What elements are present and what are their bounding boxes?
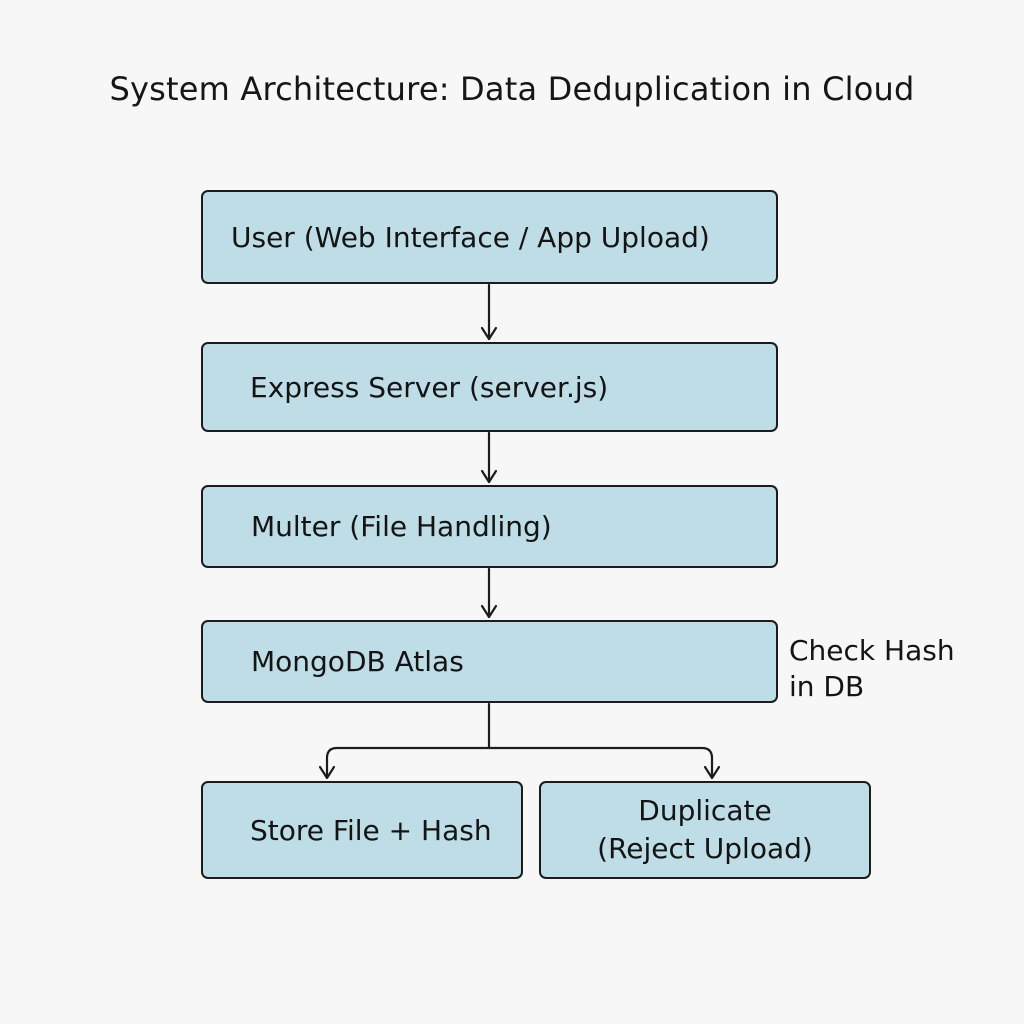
diagram-title: System Architecture: Data Deduplication … (109, 70, 915, 108)
multer-node: Multer (File Handling) (201, 485, 778, 568)
check-hash-annotation: Check Hash in DB (789, 633, 955, 705)
duplicate-node: Duplicate (Reject Upload) (539, 781, 871, 879)
express-server-node: Express Server (server.js) (201, 342, 778, 432)
express-server-label: Express Server (server.js) (250, 370, 609, 404)
mongodb-atlas-node: MongoDB Atlas (201, 620, 778, 703)
duplicate-label: Duplicate (638, 794, 772, 827)
branch-to-duplicate (487, 746, 714, 779)
arrowhead-express-to-multer (480, 469, 498, 484)
mongodb-atlas-label: MongoDB Atlas (251, 645, 464, 678)
arrowhead-multer-to-mongodb (480, 604, 498, 619)
store-file-node: Store File + Hash (201, 781, 523, 879)
check-hash-line1: Check Hash (789, 634, 955, 667)
store-file-label: Store File + Hash (250, 813, 492, 847)
user-upload-node: User (Web Interface / App Upload) (201, 190, 778, 284)
branch-to-store (325, 746, 491, 779)
check-hash-line2: in DB (789, 670, 865, 703)
arrowhead-to-duplicate (703, 765, 721, 780)
user-upload-label: User (Web Interface / App Upload) (231, 220, 710, 254)
multer-label: Multer (File Handling) (251, 510, 552, 543)
arrowhead-user-to-express (480, 326, 498, 341)
reject-upload-label: (Reject Upload) (597, 832, 813, 865)
arrowhead-to-store (318, 765, 336, 780)
